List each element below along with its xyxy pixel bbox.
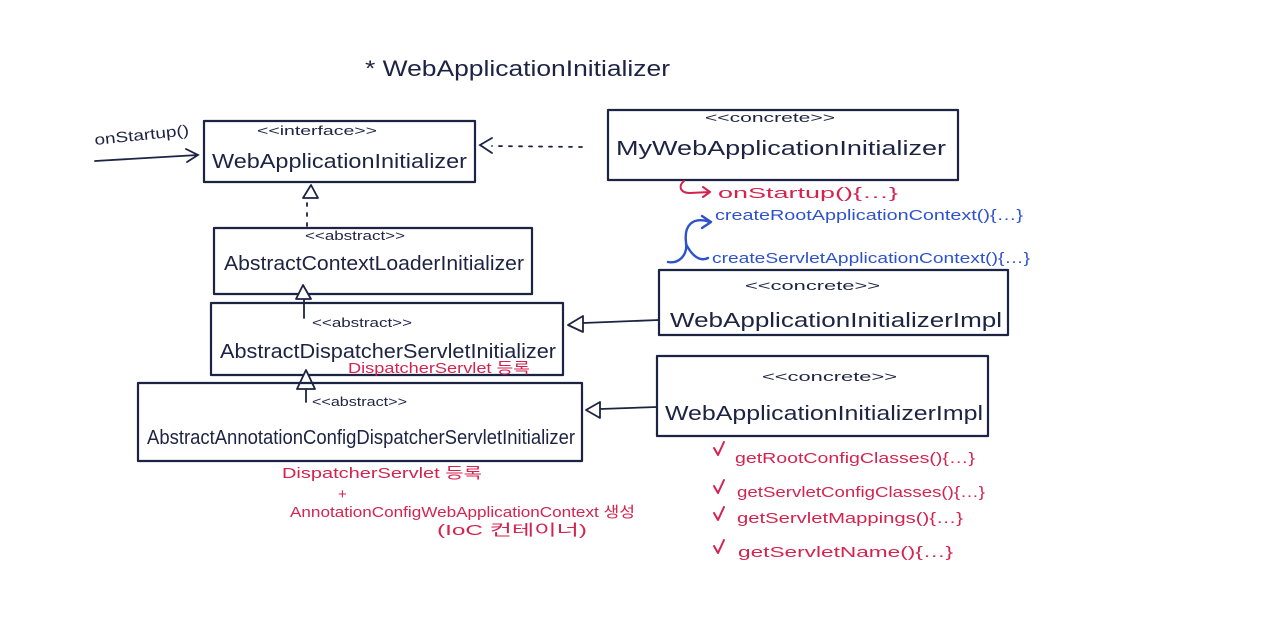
list-item: getServletConfigClasses(){…}: [713, 479, 985, 501]
class-box-web-application-initializer-impl-2: <<concrete>> WebApplicationInitializerIm…: [655, 354, 990, 438]
class-stereotype: <<concrete>>: [762, 369, 897, 384]
class-stereotype: <<abstract>>: [312, 394, 407, 409]
entry-call-label: onStartup(): [94, 122, 190, 149]
class-box-frame: [606, 108, 960, 182]
realization-arrow-my-initializer: [478, 137, 583, 154]
generalization-arrow-annotation-config: [296, 369, 316, 403]
class-name: AbstractContextLoaderInitializer: [224, 253, 524, 275]
annotation-config-notes: DispatcherServlet 등록 + AnnotationConfigW…: [282, 465, 635, 539]
dotted-line: [491, 145, 583, 148]
template-method: createRootApplicationContext(){…}: [715, 207, 1023, 224]
class-stereotype: <<abstract>>: [312, 315, 412, 330]
hook-arrow-icon: [679, 180, 711, 198]
class-box-abstract-dispatcher-servlet-initializer: <<abstract>> AbstractDispatcherServletIn…: [209, 301, 565, 377]
annotation-note-plus: +: [338, 486, 347, 503]
class-box-frame: [202, 119, 477, 184]
class-box-frame: [212, 226, 534, 296]
config-method: getServletName(){…}: [738, 544, 953, 561]
class-box-web-application-initializer: <<interface>> WebApplicationInitializer: [202, 119, 477, 184]
hollow-triangle-icon: [296, 369, 316, 390]
class-box-frame: [209, 301, 565, 377]
class-box-abstract-context-loader-initializer: <<abstract>> AbstractContextLoaderInitia…: [212, 226, 534, 296]
hollow-triangle-icon: [295, 284, 312, 300]
class-box-frame: [136, 381, 584, 463]
solid-line: [582, 319, 660, 324]
class-name: AbstractAnnotationConfigDispatcherServle…: [147, 427, 575, 449]
class-stereotype: <<interface>>: [257, 123, 377, 138]
check-icon: [713, 506, 725, 521]
generalization-arrow-dispatcher: [295, 284, 312, 319]
entry-call: onStartup(): [94, 122, 200, 163]
template-method: createServletApplicationContext(){…}: [712, 250, 1030, 267]
class-stereotype: <<concrete>>: [745, 278, 880, 293]
generalization-arrow-impl-1: [567, 315, 660, 333]
open-arrowhead-icon: [478, 137, 493, 154]
list-item: getServletName(){…}: [713, 539, 953, 561]
dispatcher-note: DispatcherServlet 등록: [348, 360, 530, 377]
config-method: getServletMappings(){…}: [737, 510, 963, 527]
check-icon: [713, 539, 725, 554]
config-methods-list: getRootConfigClasses(){…} getServletConf…: [713, 441, 985, 561]
generalization-arrow-impl-2: [585, 401, 658, 419]
annotation-note-line: DispatcherServlet 등록: [282, 465, 482, 482]
class-name: WebApplicationInitializer: [212, 151, 467, 173]
class-stereotype: <<abstract>>: [305, 228, 405, 243]
hollow-triangle-icon: [585, 401, 601, 419]
realization-arrow-context-loader: [302, 184, 319, 227]
template-methods-note: createRootApplicationContext(){…} create…: [666, 207, 1030, 267]
hollow-triangle-icon: [567, 315, 584, 333]
list-item: getRootConfigClasses(){…}: [713, 441, 975, 467]
check-icon: [713, 479, 725, 494]
class-box-frame: [657, 268, 1010, 337]
entry-arrow-icon: [94, 148, 200, 163]
class-name: WebApplicationInitializerImpl: [670, 310, 1002, 332]
annotation-note-line: AnnotationConfigWebApplicationContext 생성: [290, 504, 635, 521]
class-box-frame: [655, 354, 990, 438]
class-box-my-web-application-initializer: <<concrete>> MyWebApplicationInitializer: [606, 108, 960, 182]
my-initializer-method-note: onStartup(){…}: [679, 180, 898, 202]
class-box-abstract-annotation-config-dispatcher-servlet-initializer: <<abstract>> AbstractAnnotationConfigDis…: [136, 381, 584, 463]
hollow-triangle-icon: [302, 184, 319, 199]
method-note: onStartup(){…}: [718, 185, 898, 202]
class-name: WebApplicationInitializerImpl: [665, 403, 983, 425]
class-name: AbstractDispatcherServletInitializer: [220, 341, 556, 363]
class-name: MyWebApplicationInitializer: [616, 138, 946, 160]
config-method: getRootConfigClasses(){…}: [735, 450, 975, 467]
class-stereotype: <<concrete>>: [705, 110, 835, 125]
class-box-web-application-initializer-impl-1: <<concrete>> WebApplicationInitializerIm…: [657, 268, 1010, 337]
check-icon: [713, 441, 725, 456]
config-method: getServletConfigClasses(){…}: [737, 484, 985, 501]
annotation-note-line: (IoC 컨테이너): [437, 522, 587, 539]
diagram-title: * WebApplicationInitializer: [365, 56, 670, 81]
brace-arrow-icon: [666, 214, 713, 264]
list-item: getServletMappings(){…}: [713, 506, 963, 527]
solid-line: [599, 406, 658, 410]
